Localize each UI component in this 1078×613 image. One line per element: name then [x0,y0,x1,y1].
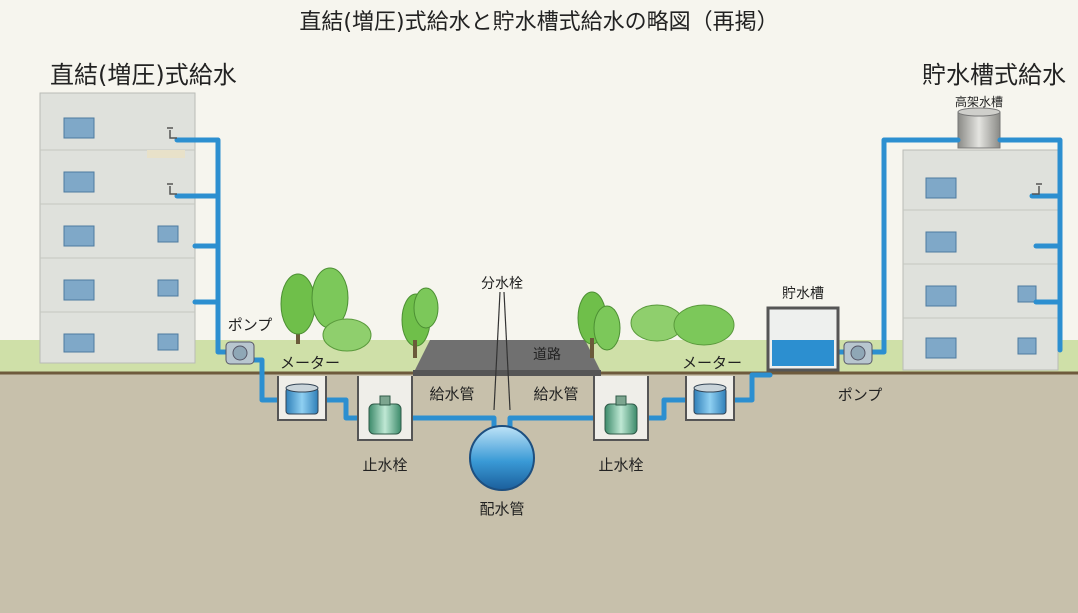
right-system-heading: 貯水槽式給水 [922,61,1066,89]
right-building [902,149,1059,371]
left-system-heading: 直結(増圧)式給水 [50,61,237,89]
elevated-water-tank [957,107,1001,149]
ground [0,373,1078,613]
elevated-tank-label: 高架水槽 [955,94,1003,109]
receiving-tank-label: 貯水槽 [782,286,824,302]
faucet-icon [167,127,1042,195]
left-stop-valve-icon [357,376,413,441]
right-stop-valve-icon [593,376,649,441]
left-meter-label: メーター [280,354,340,372]
left-stop-valve-label: 止水栓 [362,456,407,474]
left-pump-label: ポンプ [228,316,273,334]
right-pump-label: ポンプ [838,386,883,404]
right-pump-icon [843,341,873,365]
diagram-title: 直結(増圧)式給水と貯水槽式給水の略図（再掲） [299,10,778,35]
supply-pipe-right-label: 給水管 [533,385,578,403]
main-pipe-label: 配水管 [479,500,524,518]
branch-valve-label: 分水栓 [481,276,523,292]
left-building [39,92,196,364]
distribution-main-icon [469,425,535,491]
road-edge [413,370,601,376]
water-pipes [174,137,1063,433]
left-meter-icon [277,376,327,421]
right-meter-icon [685,376,735,421]
supply-pipe-left-label: 給水管 [429,385,474,403]
road-label: 道路 [533,347,561,363]
left-pump-icon [225,341,255,365]
branch-valve-pointer [493,291,511,411]
trees [280,267,735,358]
right-stop-valve-label: 止水栓 [598,456,643,474]
right-meter-label: メーター [682,354,742,372]
receiving-tank-icon [766,306,840,372]
